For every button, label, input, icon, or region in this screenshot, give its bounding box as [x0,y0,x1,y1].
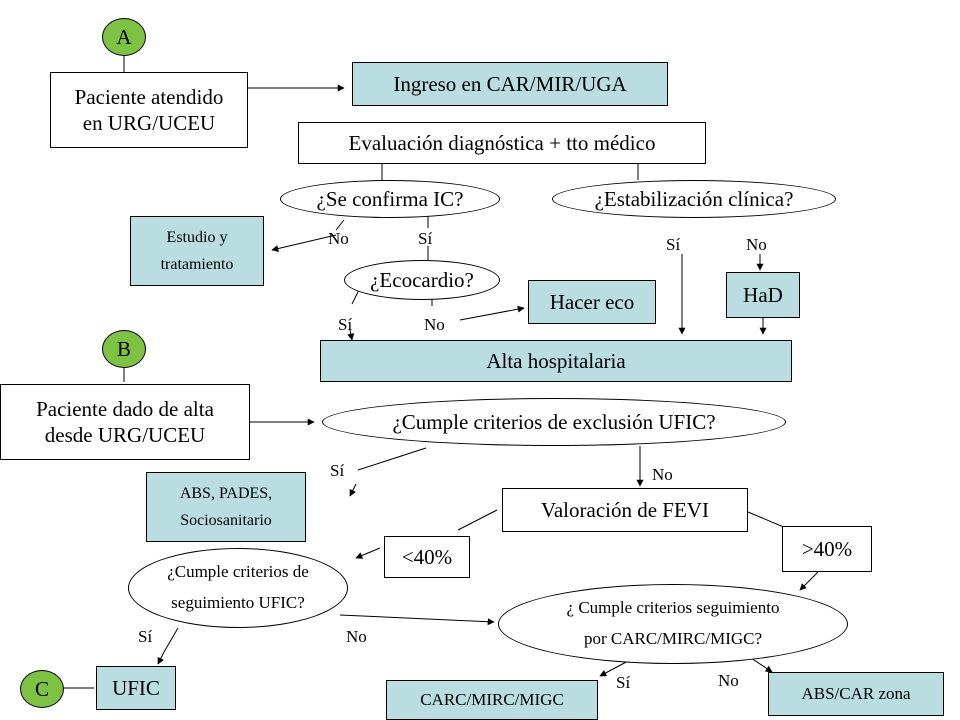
label-estab-si: Sí [666,235,681,254]
ingreso-box[interactable]: Ingreso en CAR/MIR/UGA [352,62,668,106]
arrow-mayor40-to-seg-carc [799,571,819,591]
seguimiento-ufic-decision[interactable]: ¿Cumple criterios de seguimiento UFIC? [128,548,348,628]
arrow-eco-no-to-hacer-eco [459,305,525,321]
label-seg-carc-no: No [718,671,739,690]
label-eco-no: No [424,315,445,334]
had-box[interactable]: HaD [726,272,800,318]
marker-c: C [20,670,64,708]
arrow-eco-si-to-alta [347,329,355,341]
fevi-box[interactable]: Valoración de FEVI [502,488,748,532]
mayor-40-box[interactable]: >40% [782,526,872,572]
arrow-menor40-to-seg-ufic [355,547,381,559]
carc-box[interactable]: CARC/MIRC/MIGC [386,680,598,720]
connector-seg-ufic-si [163,627,179,653]
seguimiento-carc-decision[interactable]: ¿ Cumple criterios seguimiento por CARC/… [498,584,848,664]
arrow-seg-ufic-si-to-ufic [157,651,165,665]
connector-confirma-no [335,219,345,231]
connector-fevi-to-menor40 [457,509,498,531]
ecocardio-decision[interactable]: ¿Ecocardio? [344,260,500,300]
abs-pades-box[interactable]: ABS, PADES, Sociosanitario [146,472,306,542]
arrow-seg-ufic-no-to-seg-carc [339,614,495,626]
abs-car-zona-box[interactable]: ABS/CAR zona [768,672,944,716]
arrow-confirma-no-to-estudio [271,234,337,252]
marker-a: A [102,18,146,56]
label-seg-ufic-no: No [346,627,367,646]
connector-fevi-to-mayor40 [747,511,787,529]
estabilizacion-decision[interactable]: ¿Estabilización clínica? [552,180,836,218]
connector-excl-si [357,447,427,471]
label-seg-ufic-si: Sí [138,627,153,646]
paciente-urg-box[interactable]: Paciente atendido en URG/UCEU [50,72,248,148]
alta-hospitalaria-box[interactable]: Alta hospitalaria [320,340,792,382]
menor-40-box[interactable]: <40% [384,536,470,578]
label-confirma-no: No [328,229,349,248]
label-excl-no: No [652,465,673,484]
confirma-ic-decision[interactable]: ¿Se confirma IC? [280,180,500,218]
evaluacion-box[interactable]: Evaluación diagnóstica + tto médico [298,122,706,164]
label-seg-carc-si: Sí [616,673,631,692]
hacer-eco-box[interactable]: Hacer eco [528,280,656,324]
arrow-seg-carc-si-to-carc [599,659,631,677]
estudio-box[interactable]: Estudio y tratamiento [130,216,264,286]
exclusion-decision[interactable]: ¿Cumple criterios de exclusión UFIC? [322,398,786,446]
arrow-excl-si-to-abs [349,483,357,497]
label-eco-si: Sí [338,315,353,334]
marker-b: B [102,330,146,368]
label-estab-no: No [746,235,767,254]
paciente-alta-box[interactable]: Paciente dado de alta desde URG/UCEU [0,384,250,460]
label-excl-si: Sí [330,461,345,480]
ufic-box[interactable]: UFIC [96,666,176,710]
label-confirma-si: Sí [418,229,433,248]
